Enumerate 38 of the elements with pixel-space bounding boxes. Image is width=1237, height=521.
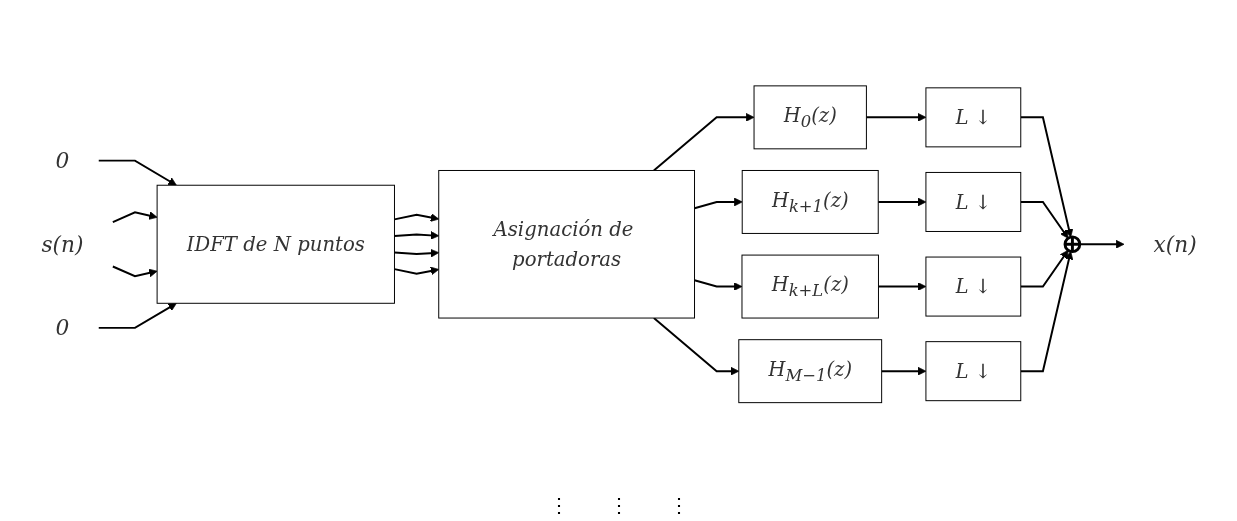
arrow	[1019, 250, 1069, 288]
arrow	[1019, 116, 1073, 238]
arrow	[97, 159, 177, 186]
node-box: L ↓	[924, 256, 1021, 317]
arrow	[97, 303, 177, 330]
arrow	[393, 213, 439, 223]
node-box: L ↓	[924, 341, 1021, 402]
node-box: L ↓	[924, 87, 1021, 148]
node-box: H$_{k+1}$(z)	[741, 170, 879, 235]
arrow	[864, 113, 926, 122]
arrow	[876, 282, 926, 292]
arrow	[876, 197, 926, 207]
arrow	[693, 279, 742, 292]
arrow	[111, 265, 157, 278]
arrow	[393, 231, 439, 240]
node-box: H$_{0}$(z)	[753, 85, 867, 150]
node-box: H$_{M−1}$(z)	[737, 339, 882, 404]
arrow	[880, 367, 926, 376]
node-box: L ↓	[924, 172, 1021, 233]
arrow	[693, 197, 743, 210]
node-box: H$_{k+L}$(z)	[741, 254, 879, 319]
arrow	[393, 266, 439, 276]
node-text: 0	[54, 148, 69, 174]
arrow	[1019, 201, 1069, 239]
arrow	[111, 211, 157, 224]
node-box: IDFT de N puntos	[156, 185, 395, 304]
node-box: Asignación de portadoras	[437, 170, 695, 319]
arrow	[652, 113, 754, 172]
node-text: 0	[54, 315, 69, 341]
arrow	[393, 249, 439, 258]
node-text: x(n)	[1153, 232, 1197, 257]
arrow	[1078, 240, 1124, 249]
arrow	[652, 317, 739, 376]
ellipsis-mark: ⋮	[608, 493, 629, 517]
ellipsis-mark: ⋮	[668, 493, 689, 517]
arrow	[1019, 251, 1073, 373]
ellipsis-mark: ⋮	[548, 493, 569, 517]
node-text: s(n)	[40, 232, 83, 257]
